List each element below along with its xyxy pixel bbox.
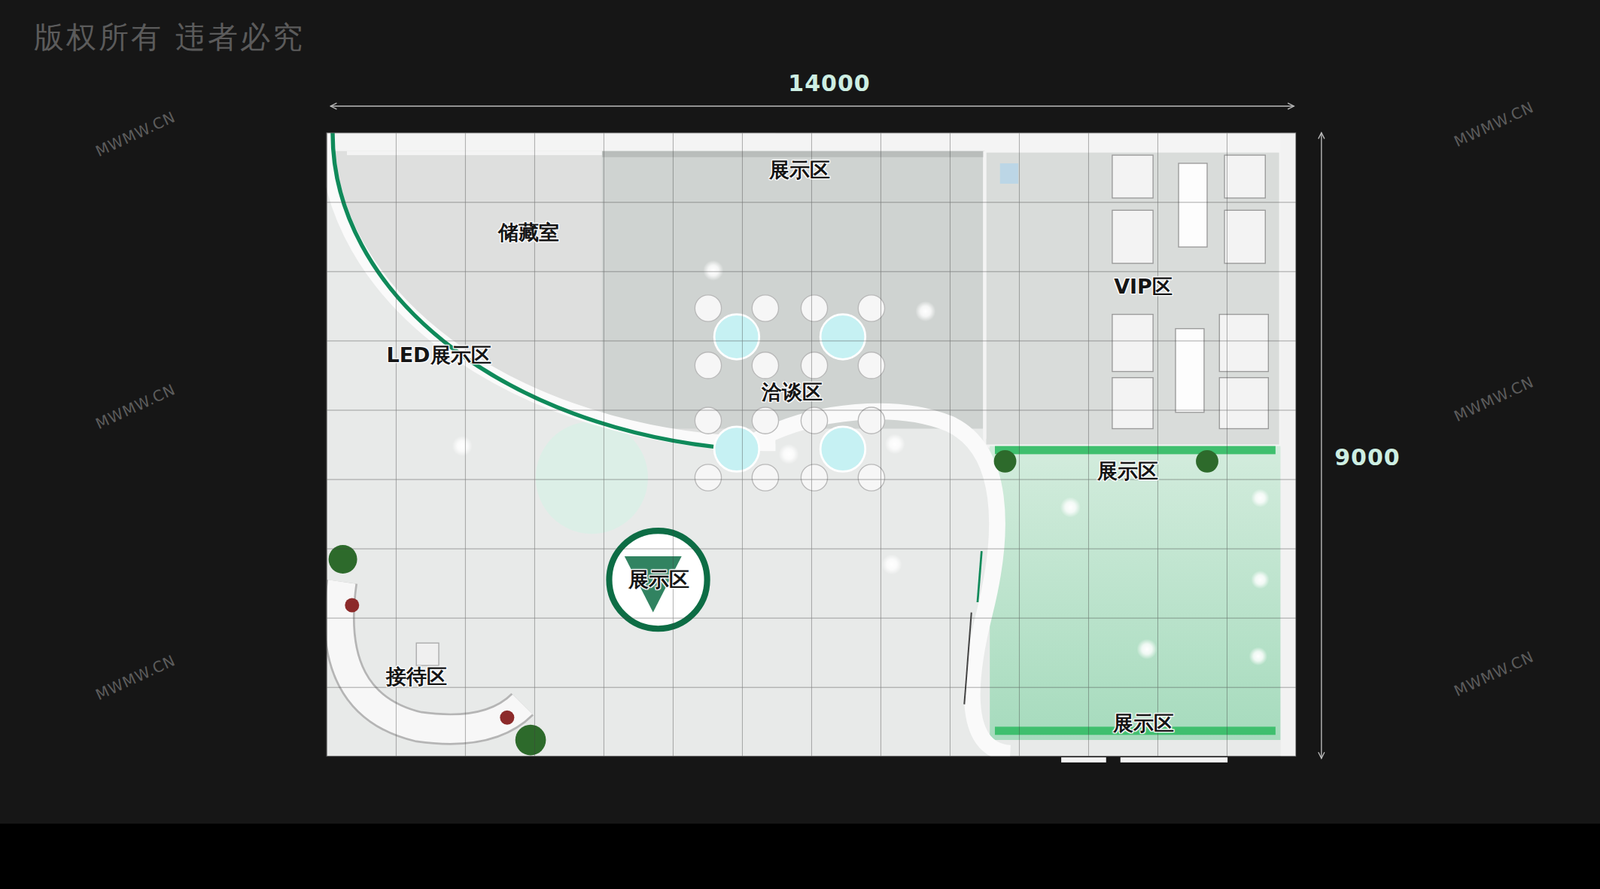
zone-name: 展示区 bbox=[1110, 708, 1178, 739]
zone-label: 展示区 bbox=[1094, 456, 1162, 487]
dimension: 9000 bbox=[1334, 444, 1401, 471]
zone-name: 储藏室 bbox=[495, 217, 563, 248]
zone-label: LED展示区 bbox=[383, 340, 494, 371]
zone-label: 展示区 bbox=[1110, 708, 1178, 739]
zone-name: 洽谈区 bbox=[758, 377, 826, 408]
zone-label: 储藏室 bbox=[495, 217, 563, 248]
zone-label: 展示区 bbox=[625, 564, 693, 595]
zone-name: 展示区 bbox=[1094, 456, 1162, 487]
zone-name: VIP区 bbox=[1110, 271, 1176, 302]
zone-label: 展示区 bbox=[766, 155, 834, 186]
zone-label: VIP区 bbox=[1110, 271, 1176, 302]
zone-name: 接待区 bbox=[383, 661, 451, 692]
copyright-note: 版权所有 违者必究 bbox=[33, 16, 305, 58]
zone-label: 接待区 bbox=[383, 661, 451, 692]
zone-label: 洽谈区 bbox=[758, 377, 826, 408]
dimension: 14000 bbox=[787, 69, 870, 97]
zone-name: 展示区 bbox=[766, 155, 834, 186]
zone-name: LED展示区 bbox=[383, 340, 494, 371]
zone-name: 展示区 bbox=[625, 564, 693, 595]
